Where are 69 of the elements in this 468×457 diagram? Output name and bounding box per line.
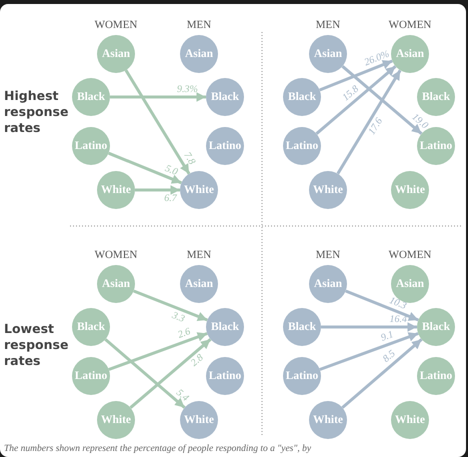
column-header: MEN <box>316 19 340 31</box>
arrow <box>336 70 402 174</box>
category-circle: Asian <box>97 35 135 73</box>
arrow <box>342 65 422 135</box>
category-circle: Asian <box>97 265 135 303</box>
arrow <box>319 332 419 371</box>
category-circle: White <box>391 401 429 439</box>
edge-label: 9.1 <box>378 328 396 344</box>
category-circle: Black <box>417 78 455 116</box>
edge-label: 3.3 <box>169 309 187 325</box>
category-circle: Latino <box>417 127 455 165</box>
category-circle: White <box>391 171 429 209</box>
edge-label: 16.4 <box>388 314 408 324</box>
edge-label: 10.3 <box>386 294 409 312</box>
category-circle: White <box>97 401 135 439</box>
category-circle: Latino <box>283 127 321 165</box>
column-header: WOMEN <box>94 249 138 261</box>
category-circle: White <box>180 401 218 439</box>
arrow <box>108 332 208 371</box>
category-circle: Latino <box>206 127 244 165</box>
category-circle: White <box>309 401 347 439</box>
edge-label: 2.6 <box>176 326 194 341</box>
column-header: WOMEN <box>388 19 432 31</box>
edge-label: 9.3% <box>176 84 199 94</box>
category-circle: Latino <box>72 127 110 165</box>
arrow <box>319 60 393 92</box>
column-header: MEN <box>316 249 340 261</box>
category-circle: Black <box>206 78 244 116</box>
arrow <box>316 65 396 135</box>
edge-label: 6.7 <box>163 192 178 204</box>
category-circle: Latino <box>283 357 321 395</box>
category-circle: White <box>97 171 135 209</box>
arrow <box>135 185 180 195</box>
column-header: MEN <box>186 19 212 31</box>
arrow <box>104 338 186 409</box>
column-header: WOMEN <box>94 19 138 31</box>
category-circle: White <box>309 171 347 209</box>
category-circle: Latino <box>417 357 455 395</box>
arrow <box>130 338 212 409</box>
edge-label: 8.5 <box>380 347 399 366</box>
category-circle: Asian <box>180 35 218 73</box>
arrow <box>124 69 190 175</box>
category-circle: Latino <box>206 357 244 395</box>
arrow <box>341 338 423 409</box>
category-circle: Asian <box>309 265 347 303</box>
arrow <box>321 322 417 332</box>
category-circle: Black <box>72 78 110 116</box>
edge-label: 2.8 <box>188 352 206 370</box>
arrow <box>108 152 182 184</box>
category-circle: Asian <box>309 35 347 73</box>
category-circle: Latino <box>72 357 110 395</box>
column-header: WOMEN <box>388 249 432 261</box>
caption: The numbers shown represent the percentage of people responding to a "yes", by <box>4 444 312 454</box>
category-circle: Black <box>283 308 321 346</box>
edge-label: 5.0 <box>162 162 180 178</box>
category-circle: Asian <box>180 265 218 303</box>
column-header: MEN <box>186 249 212 261</box>
category-circle: Asian <box>391 35 429 73</box>
arrow <box>133 290 208 322</box>
category-circle: Black <box>206 308 244 346</box>
edge-label: 7.8 <box>180 150 198 168</box>
edge-label: 15.8 <box>340 83 362 104</box>
category-circle: Black <box>417 308 455 346</box>
arrow <box>110 92 206 102</box>
category-circle: Black <box>283 78 321 116</box>
category-circle: Black <box>72 308 110 346</box>
category-circle: White <box>180 171 218 209</box>
arrow <box>345 290 419 322</box>
edge-label: 26.0% <box>362 48 392 69</box>
